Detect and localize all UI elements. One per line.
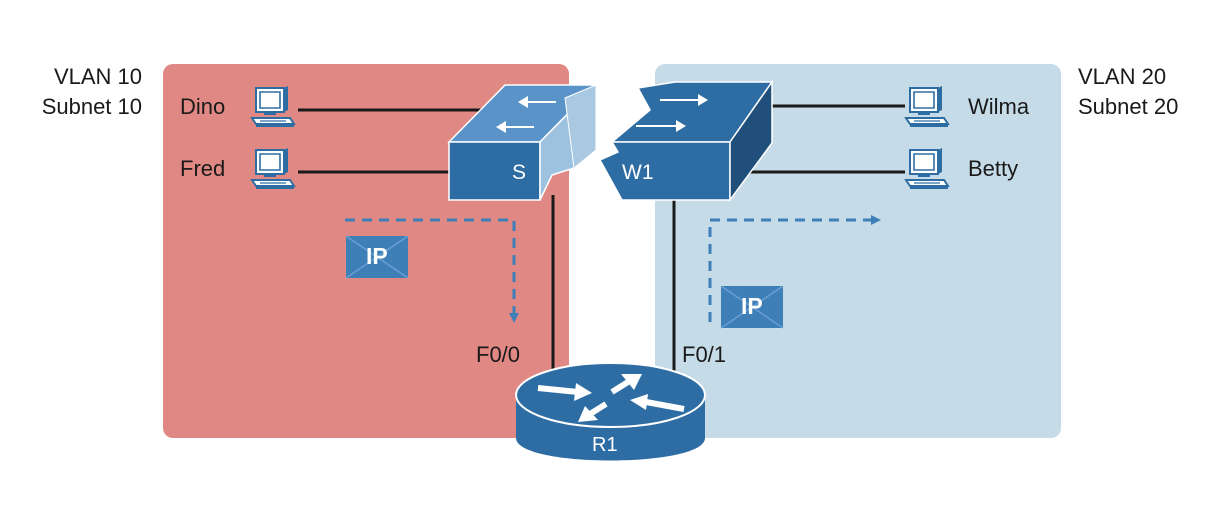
pc-icon-fred: [251, 147, 295, 190]
ip-packet-icon: [345, 235, 409, 279]
switch-label-left-part: S: [512, 161, 527, 184]
switch-label-right-part: W1: [622, 161, 654, 184]
pc-icon-dino: [251, 85, 295, 128]
router-icon: [515, 362, 706, 461]
host-label-dino: Dino: [180, 94, 226, 119]
vlan20-label: VLAN 20: [1078, 64, 1167, 89]
host-label-betty: Betty: [968, 156, 1019, 181]
subnet20-label: Subnet 20: [1078, 94, 1179, 119]
ip-packet-icon: [720, 285, 784, 329]
host-label-wilma: Wilma: [968, 94, 1030, 119]
switch-icon: [447, 79, 774, 203]
pc-icon-wilma: [905, 85, 949, 128]
interface-label-f00: F0/0: [476, 342, 521, 367]
router-label: R1: [592, 434, 618, 456]
vlan10-label: VLAN 10: [53, 64, 142, 89]
ip-packet-label-vlan20: IP: [741, 293, 763, 319]
subnet10-label: Subnet 10: [41, 94, 142, 119]
ip-packet-label-vlan10: IP: [366, 243, 388, 269]
host-label-fred: Fred: [180, 156, 226, 181]
flow-arrow-vlan10: [345, 218, 519, 323]
pc-icon-betty: [905, 147, 949, 190]
flow-arrow-vlan20: [708, 215, 881, 322]
interface-label-f01: F0/1: [682, 342, 727, 367]
